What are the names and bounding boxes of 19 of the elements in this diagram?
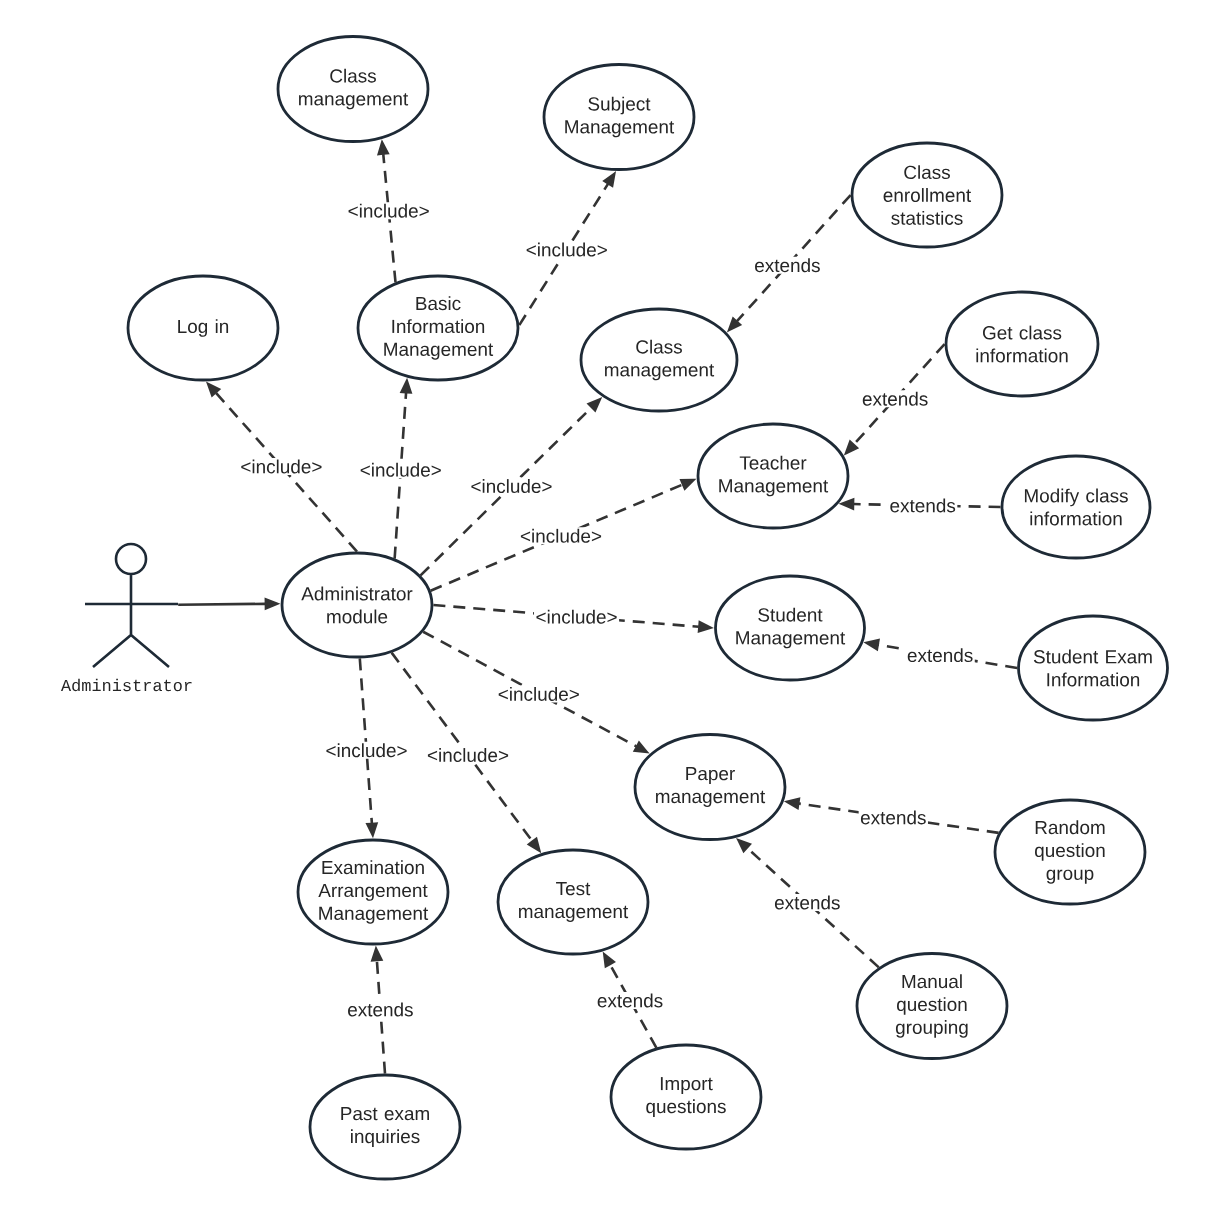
edge-label: <include> bbox=[534, 608, 620, 626]
edge-label: extends bbox=[772, 894, 842, 911]
edge-label: extends bbox=[860, 390, 930, 408]
edge-label: <include> bbox=[238, 458, 324, 475]
edge-label: extends bbox=[858, 809, 928, 826]
edge-label: extends bbox=[345, 1001, 416, 1018]
edge-label: <include> bbox=[358, 461, 444, 479]
edge-label: <include> bbox=[425, 746, 511, 764]
edge-label: <include> bbox=[324, 741, 410, 759]
edge-label: extends bbox=[905, 646, 975, 664]
edge-label: <include> bbox=[346, 202, 432, 220]
edge-label: <include> bbox=[496, 685, 582, 703]
edge-label: <include> bbox=[468, 477, 554, 495]
edge-label: extends bbox=[752, 256, 823, 274]
edge-label: <include> bbox=[524, 241, 610, 258]
edge-label: <include> bbox=[518, 527, 604, 545]
actor-name: Administrator bbox=[60, 678, 192, 692]
edge-label: extends bbox=[888, 497, 958, 514]
edge-label: extends bbox=[595, 992, 665, 1009]
